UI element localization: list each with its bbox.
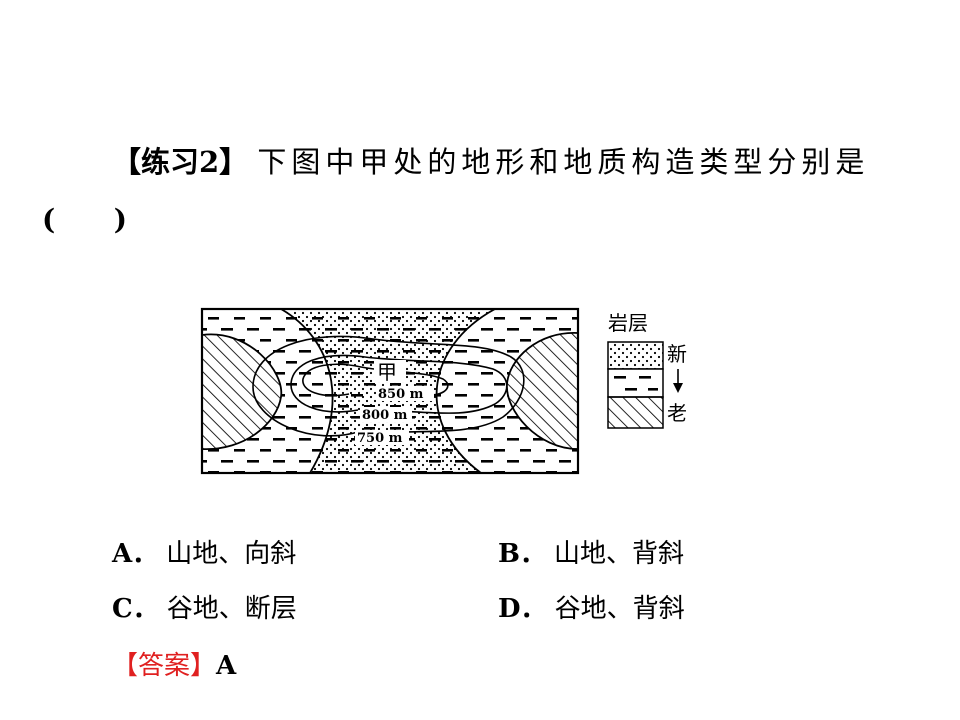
answer-value: A	[216, 651, 237, 681]
option-d-letter: D．	[498, 594, 547, 624]
contour-label-850: 850 m	[378, 387, 424, 402]
option-b-text: 山地、背斜	[553, 539, 684, 569]
option-b-letter: B．	[498, 539, 546, 569]
option-d-text: 谷地、背斜	[554, 594, 685, 624]
option-c-letter: C．	[112, 594, 159, 624]
question-text: 下图中甲处的地形和地质构造类型分别是	[257, 145, 870, 179]
option-b[interactable]: B．山地、背斜	[498, 534, 684, 574]
map-frame	[200, 307, 580, 475]
geologic-map-svg: 甲 850 m 800 m 750 m 岩层 新 老	[200, 307, 687, 475]
question-line: 【练习2】 下图中甲处的地形和地质构造类型分别是	[112, 140, 932, 184]
option-a-letter: A．	[112, 539, 159, 569]
contour-label-750: 750 m	[357, 431, 403, 446]
option-c[interactable]: C．谷地、断层	[112, 589, 297, 629]
location-jia-label: 甲	[377, 360, 397, 384]
rock-layer-legend: 岩层 新 老	[607, 311, 687, 429]
contour-label-800: 800 m	[362, 408, 408, 423]
option-d[interactable]: D．谷地、背斜	[498, 589, 685, 629]
legend-swatch-newest	[607, 341, 664, 370]
arrow-down-icon	[673, 383, 683, 393]
option-c-text: 谷地、断层	[166, 594, 297, 624]
answer-label: 【答案】	[112, 651, 217, 681]
legend-new-label: 新	[667, 342, 687, 366]
legend-swatch-middle	[607, 368, 664, 398]
legend-swatch-oldest	[607, 396, 664, 429]
question-label: 【练习2】	[112, 145, 249, 179]
option-a[interactable]: A．山地、向斜	[112, 534, 296, 574]
answer-line: 【答案】A	[112, 646, 236, 686]
legend-old-label: 老	[667, 401, 687, 425]
answer-blank: ( )	[42, 203, 127, 236]
contour-lines	[252, 335, 525, 437]
option-a-text: 山地、向斜	[166, 539, 297, 569]
geologic-map-figure: 甲 850 m 800 m 750 m 岩层 新 老	[193, 299, 699, 482]
legend-title: 岩层	[608, 311, 648, 335]
